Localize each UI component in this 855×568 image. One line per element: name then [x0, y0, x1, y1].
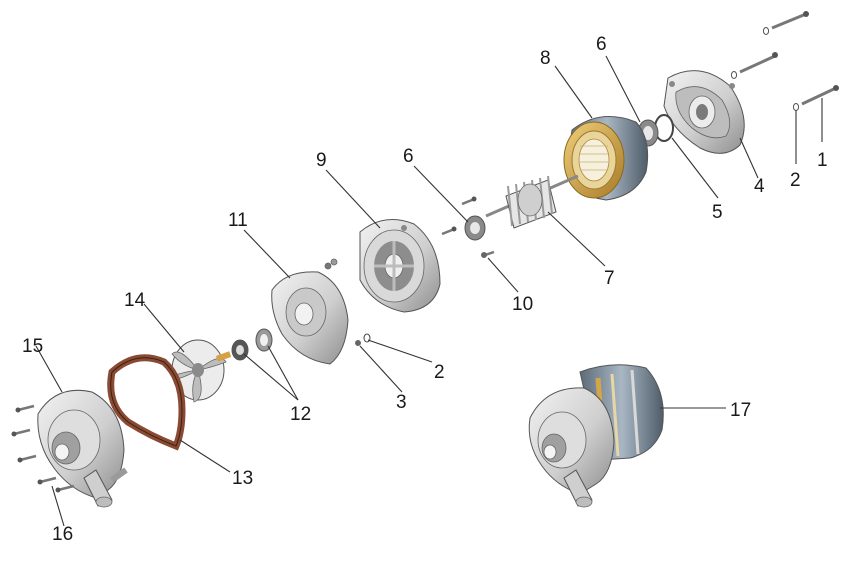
stator — [563, 116, 649, 201]
label-12: 12 — [290, 404, 311, 425]
label-6-top: 6 — [596, 34, 607, 55]
label-8: 8 — [540, 48, 551, 69]
label-6-mid: 6 — [403, 146, 414, 167]
label-1: 1 — [817, 150, 828, 171]
rear-end-shield — [663, 70, 745, 154]
bolt-set-top — [730, 11, 839, 111]
label-16: 16 — [52, 524, 73, 545]
callout-labels: 1 2 2 3 4 5 6 6 7 8 9 10 11 12 13 14 15 … — [22, 34, 828, 545]
pump-casing — [37, 389, 128, 508]
label-9: 9 — [316, 150, 327, 171]
rotor — [485, 174, 579, 229]
shaft-seals — [231, 328, 273, 361]
label-2-mid: 2 — [434, 362, 445, 383]
assembled-pump — [528, 364, 664, 508]
label-5: 5 — [712, 202, 723, 223]
gasket — [107, 354, 186, 451]
label-11: 11 — [228, 210, 248, 231]
label-15: 15 — [22, 336, 43, 357]
screw-10 — [481, 250, 495, 258]
label-7: 7 — [604, 268, 615, 289]
label-14: 14 — [124, 290, 146, 311]
bearing-mid — [464, 215, 486, 241]
small-fasteners-rotor — [441, 196, 477, 236]
label-3: 3 — [396, 392, 407, 413]
pump-backplate — [271, 271, 349, 365]
label-10: 10 — [512, 294, 533, 315]
label-17: 17 — [730, 400, 751, 421]
label-2-top: 2 — [790, 170, 801, 191]
washer-nut-mid — [355, 333, 371, 346]
casing-bolts — [11, 404, 75, 493]
label-4: 4 — [754, 176, 765, 197]
label-13: 13 — [232, 468, 253, 489]
leader-lines — [35, 55, 823, 527]
nuts-9 — [324, 258, 338, 270]
front-end-shield — [359, 219, 441, 313]
